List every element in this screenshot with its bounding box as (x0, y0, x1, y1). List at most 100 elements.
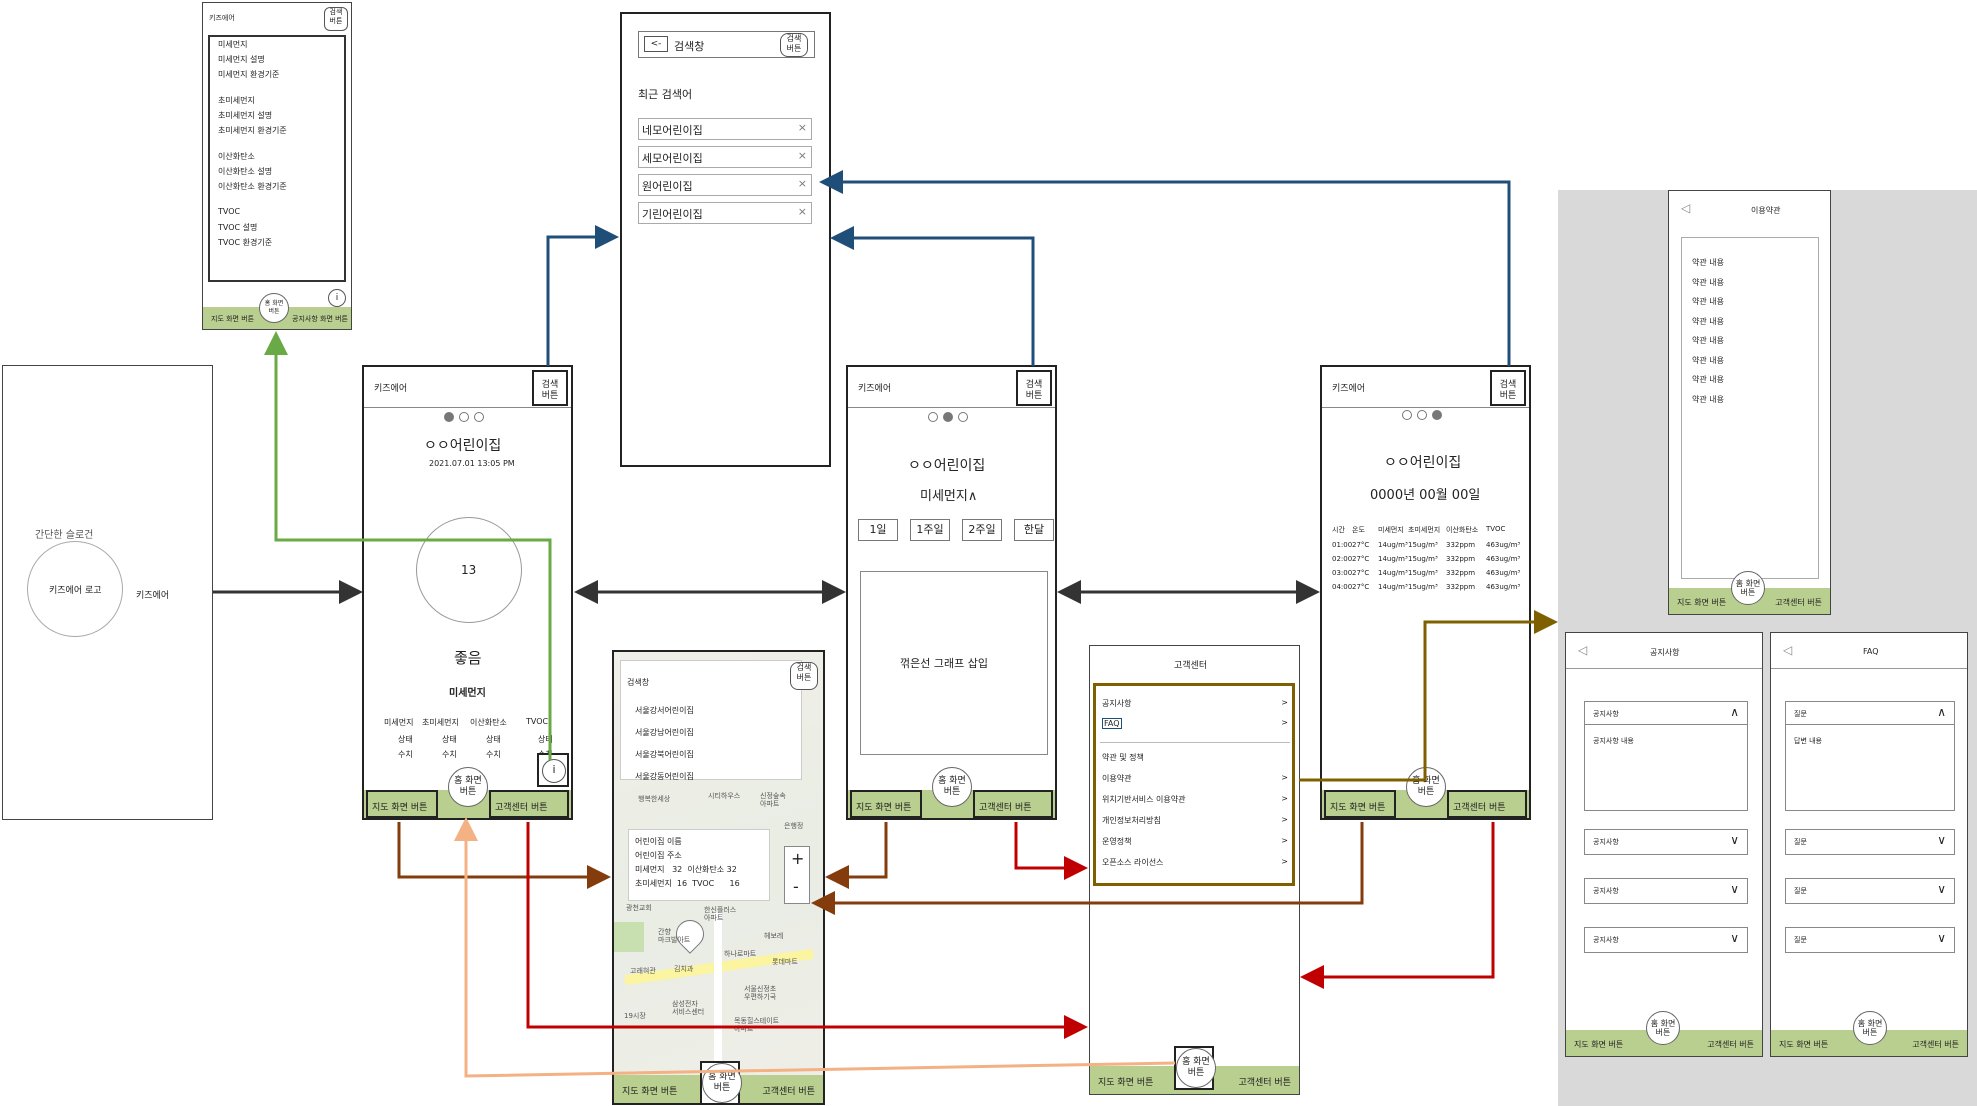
faq-question: 질문 (1794, 838, 1807, 846)
faq-item[interactable]: 질문∨ (1785, 878, 1955, 904)
back-icon[interactable]: ◁ (1578, 643, 1588, 657)
faq-item[interactable]: 질문 ∨ (1785, 829, 1955, 855)
chevron-down-icon[interactable]: ∨ (1730, 882, 1739, 896)
info-list-item[interactable]: 초미세먼지 설명 (218, 111, 273, 120)
home-button[interactable]: 홈 화면 버튼 (702, 1063, 742, 1103)
chevron-up-icon[interactable]: ∧ (1730, 705, 1739, 719)
notice-item[interactable]: 공지사항∨ (1584, 878, 1748, 904)
search-button[interactable]: 검색 버튼 (1016, 370, 1052, 406)
map-search-label[interactable]: 검색창 (627, 678, 650, 687)
cs-button[interactable]: 고객센터 버튼 (973, 790, 1053, 818)
notice-expanded[interactable]: 공지사항∧공지사항 내용 (1584, 701, 1748, 811)
clear-icon[interactable]: × (797, 177, 807, 190)
clear-icon[interactable]: × (797, 121, 807, 134)
map-result-item[interactable]: 서울강동어린이집 (635, 772, 694, 781)
recent-search-item[interactable]: 세모어린이집× (638, 146, 812, 168)
pollutant-toggle[interactable]: 미세먼지∧ (920, 489, 978, 504)
back-icon[interactable]: ◁ (1783, 643, 1793, 657)
chevron-up-icon[interactable]: ∧ (1937, 705, 1946, 719)
cs-menu-item[interactable]: FAQ> (1100, 718, 1290, 732)
arrow-table-search (819, 170, 1511, 366)
cs-menu-item[interactable]: 이용약관> (1100, 773, 1290, 787)
map-button[interactable]: 지도 화면 버튼 (211, 315, 255, 323)
search-submit-button[interactable]: 검색 버튼 (780, 33, 808, 57)
map-result-item[interactable]: 서울강북어린이집 (635, 750, 694, 759)
info-list-item[interactable]: 초미세먼지 환경기준 (218, 126, 287, 135)
cs-button[interactable]: 고객센터 버튼 (1707, 1040, 1754, 1049)
back-icon[interactable]: ◁ (1681, 201, 1691, 215)
notice-item[interactable]: 공지사항∨ (1584, 927, 1748, 953)
recent-search-item[interactable]: 네모어린이집× (638, 118, 812, 140)
faq-item[interactable]: 질문∨ (1785, 927, 1955, 953)
cs-menu-item[interactable]: 공지사항> (1100, 698, 1290, 712)
back-button[interactable]: <- (644, 36, 668, 52)
period-tab[interactable]: 한달 (1014, 519, 1054, 541)
cs-button[interactable]: 고객센터 버튼 (1775, 598, 1822, 607)
chevron-down-icon[interactable]: ∨ (1937, 882, 1946, 896)
map-result-item[interactable]: 서울강서어린이집 (635, 706, 694, 715)
home-button[interactable]: 홈 화면 버튼 (1176, 1048, 1216, 1088)
home-button[interactable]: 홈 화면 버튼 (1731, 571, 1765, 605)
cs-button[interactable]: 고객센터 버튼 (1238, 1078, 1291, 1088)
map-result-item[interactable]: 서울강남어린이집 (635, 728, 694, 737)
clear-icon[interactable]: × (797, 205, 807, 218)
zoom-in-button[interactable]: + (791, 849, 805, 868)
table-cell: 463ug/m³ (1486, 569, 1521, 577)
info-list-item[interactable]: 미세먼지 환경기준 (218, 70, 280, 79)
chevron-down-icon[interactable]: ∨ (1937, 931, 1946, 945)
notice-button[interactable]: 공지사항 화면 버튼 (292, 315, 348, 323)
period-tab[interactable]: 1일 (858, 519, 898, 541)
home-button[interactable]: 홈 화면 버튼 (1853, 1011, 1887, 1045)
cs-button[interactable]: 고객센터 버튼 (762, 1087, 815, 1097)
search-button[interactable]: 검색 버튼 (532, 370, 568, 406)
cs-menu-item[interactable]: 개인정보처리방침> (1100, 815, 1290, 829)
chevron-down-icon[interactable]: ∨ (1730, 833, 1739, 847)
map-button[interactable]: 지도 화면 버튼 (850, 790, 922, 818)
map-place-label: 은행정 (784, 822, 804, 830)
period-tab[interactable]: 1주일 (910, 519, 950, 541)
info-icon[interactable]: i (542, 759, 566, 783)
splash-screen: 간단한 슬로건 키즈에어 로고 키즈에어 (2, 365, 213, 820)
cs-menu-item[interactable]: 운영정책> (1100, 836, 1290, 850)
map-place-label: 시티하우스 (708, 792, 741, 800)
info-list-item[interactable]: 초미세먼지 (218, 96, 255, 105)
zoom-out-button[interactable]: - (793, 877, 799, 896)
home-button[interactable]: 홈 화면 버튼 (1646, 1011, 1680, 1045)
info-list-item[interactable]: TVOC (218, 207, 241, 216)
map-button[interactable]: 지도 화면 버튼 (1324, 790, 1396, 818)
info-list-item[interactable]: TVOC 설명 (218, 223, 258, 232)
info-icon[interactable]: i (328, 289, 346, 307)
cs-menu-item[interactable]: 위치기반서비스 이용약관> (1100, 794, 1290, 808)
map-button[interactable]: 지도 화면 버튼 (622, 1087, 678, 1097)
info-list-item[interactable]: 이산화탄소 설명 (218, 167, 273, 176)
period-tab[interactable]: 2주일 (962, 519, 1002, 541)
map-button[interactable]: 지도 화면 버튼 (366, 790, 438, 818)
home-button[interactable]: 홈 화면 버튼 (932, 767, 972, 807)
info-list-item[interactable]: 미세먼지 (218, 40, 248, 49)
info-list-item[interactable]: 미세먼지 설명 (218, 55, 265, 64)
info-list-item[interactable]: 이산화탄소 환경기준 (218, 182, 287, 191)
cs-menu-item[interactable]: 오픈소스 라이선스> (1100, 857, 1290, 871)
map-button[interactable]: 지도 화면 버튼 (1574, 1040, 1624, 1049)
cs-button[interactable]: 고객센터 버튼 (489, 790, 569, 818)
recent-search-item[interactable]: 원어린이집× (638, 174, 812, 196)
clear-icon[interactable]: × (797, 149, 807, 162)
home-button[interactable]: 홈 화면 버튼 (1406, 767, 1446, 807)
chevron-down-icon[interactable]: ∨ (1937, 833, 1946, 847)
map-search-button[interactable]: 검색 버튼 (790, 662, 818, 690)
map-button[interactable]: 지도 화면 버튼 (1779, 1040, 1829, 1049)
chevron-down-icon[interactable]: ∨ (1730, 931, 1739, 945)
faq-expanded[interactable]: 질문∧답변 내용 (1785, 701, 1955, 811)
search-button[interactable]: 검색 버튼 (1490, 370, 1526, 406)
map-button[interactable]: 지도 화면 버튼 (1677, 598, 1727, 607)
info-list-item[interactable]: TVOC 환경기준 (218, 238, 273, 247)
recent-search-item[interactable]: 기린어린이집× (638, 202, 812, 224)
search-button[interactable]: 검색 버튼 (324, 7, 348, 31)
cs-button[interactable]: 고객센터 버튼 (1447, 790, 1527, 818)
notice-item[interactable]: 공지사항∨ (1584, 829, 1748, 855)
home-button[interactable]: 홈 화면 버튼 (259, 293, 289, 323)
home-button[interactable]: 홈 화면 버튼 (448, 767, 488, 807)
info-list-item[interactable]: 이산화탄소 (218, 152, 255, 161)
map-button[interactable]: 지도 화면 버튼 (1098, 1078, 1154, 1088)
cs-button[interactable]: 고객센터 버튼 (1912, 1040, 1959, 1049)
